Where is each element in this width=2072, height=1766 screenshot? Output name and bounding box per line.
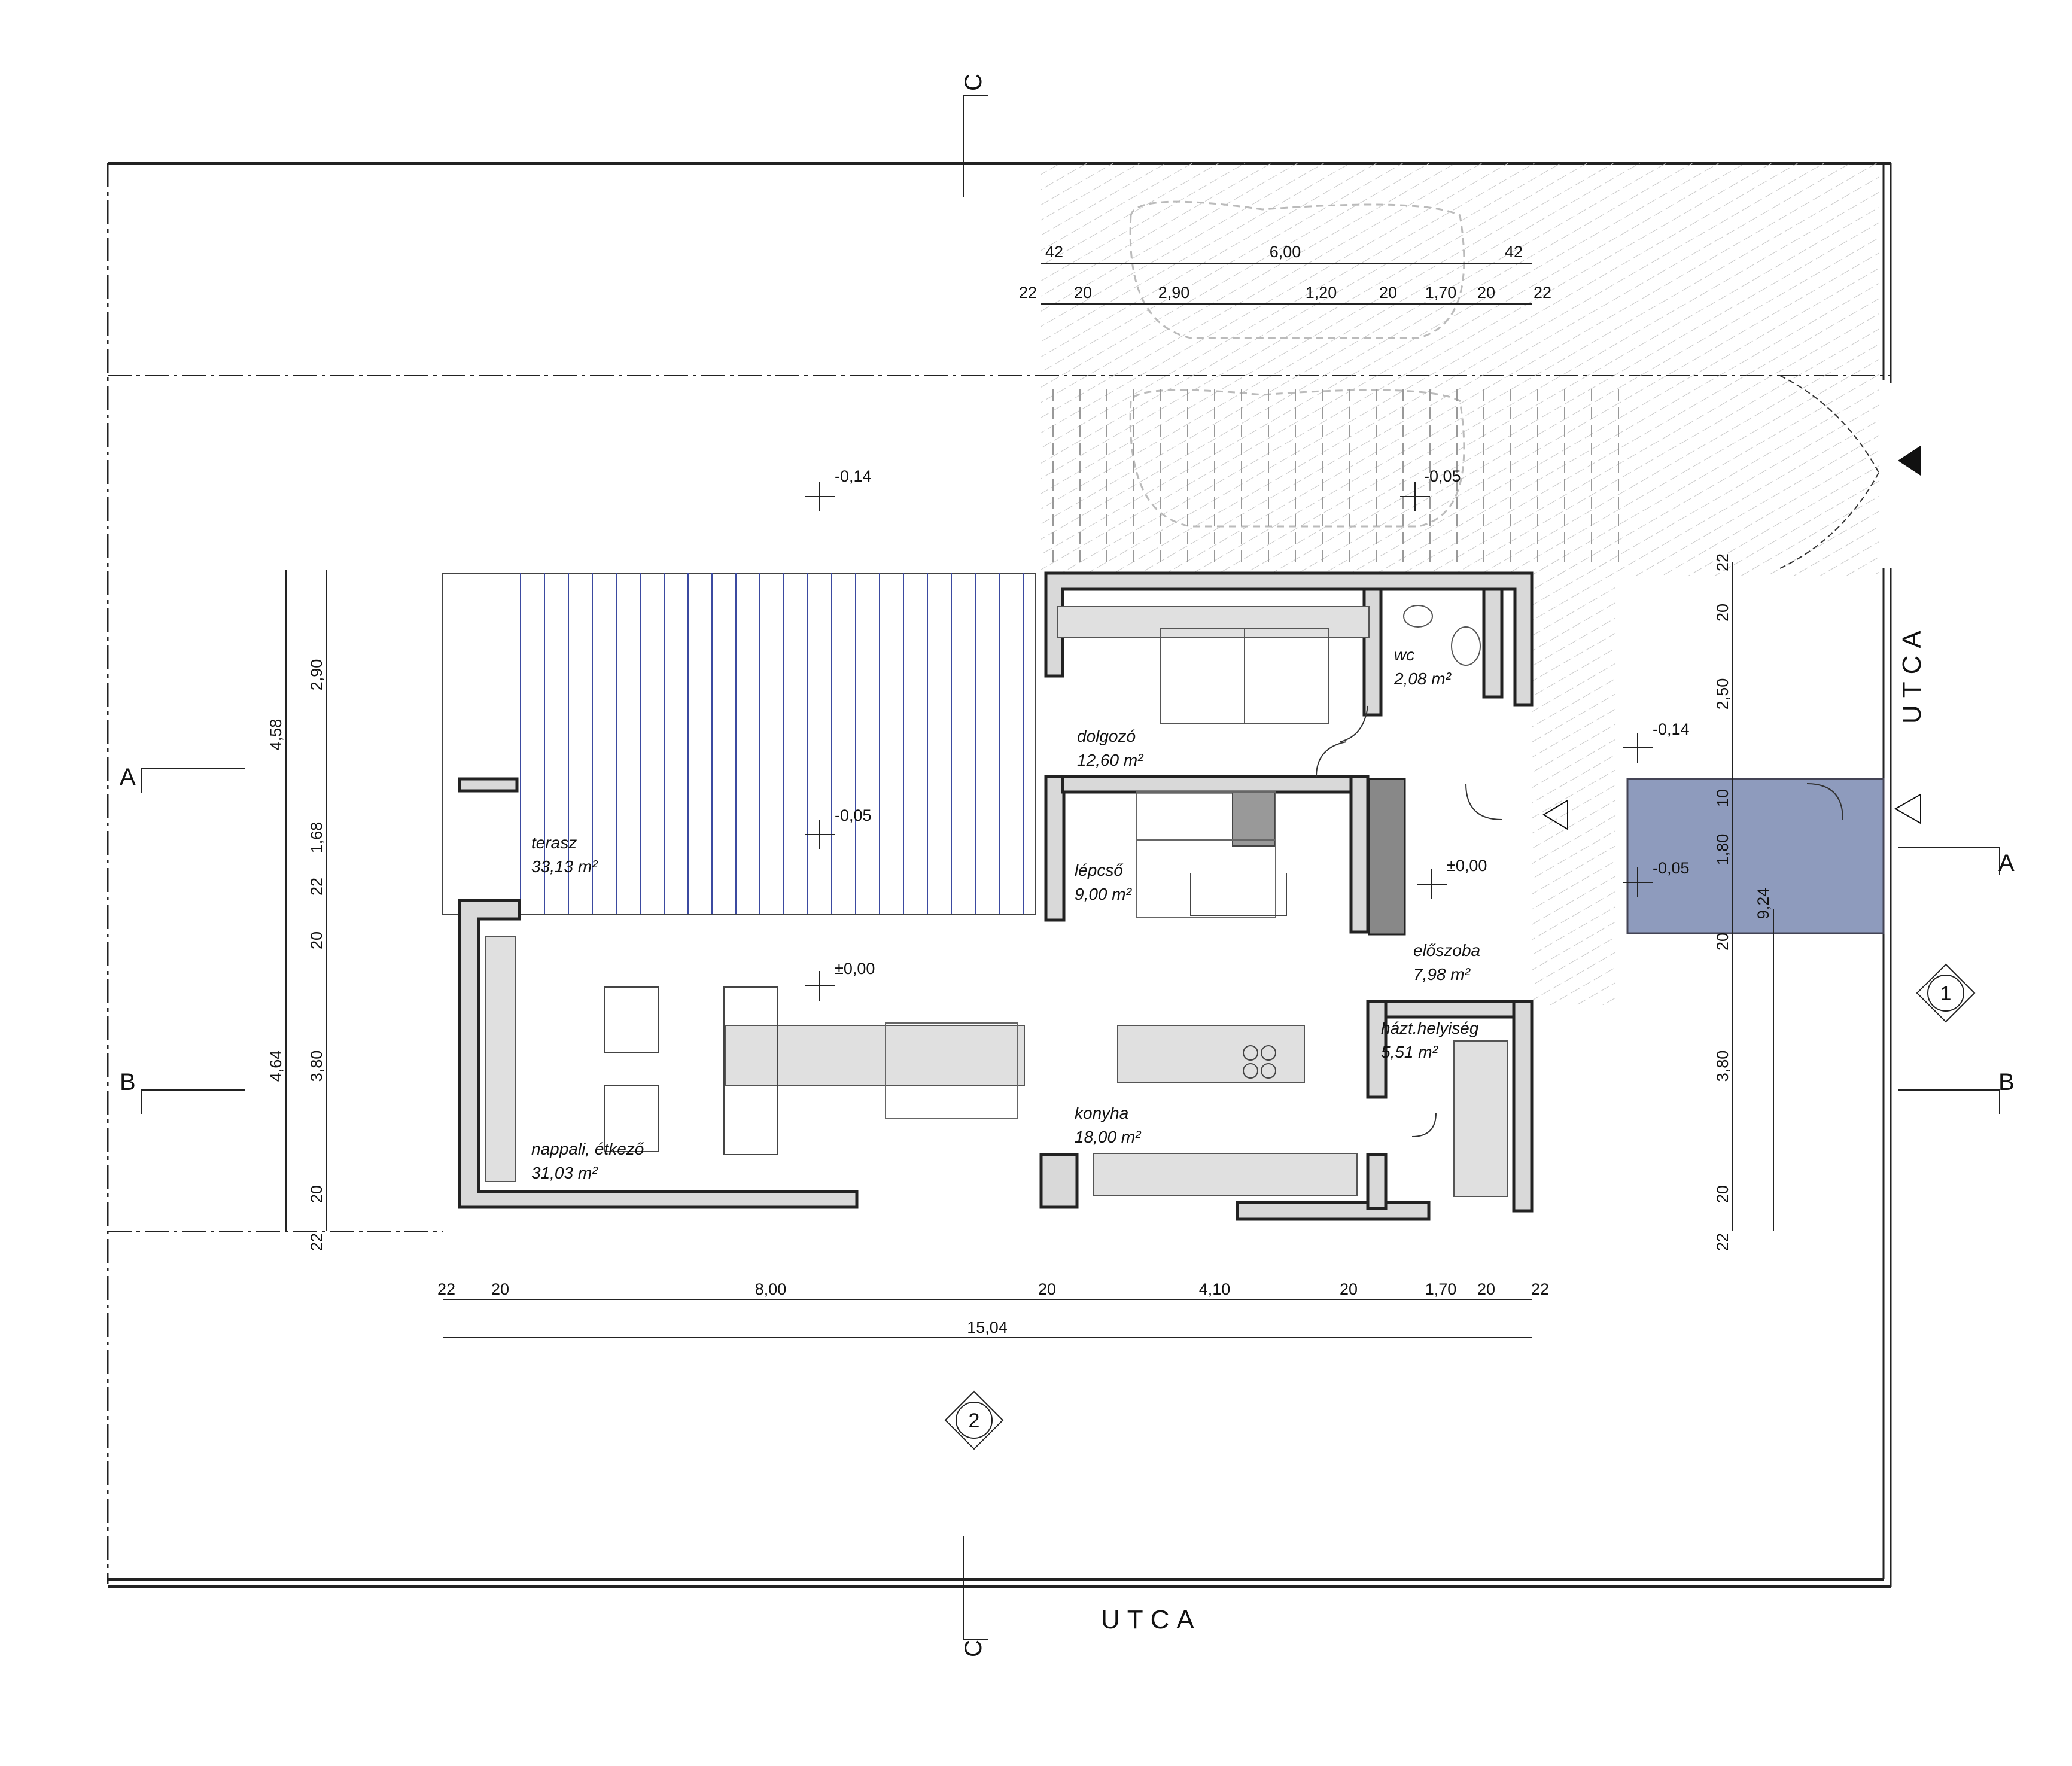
section-lines [141, 95, 2000, 1640]
dim-left-inner-3: 20 [308, 931, 325, 949]
dim-top-1-2: 42 [1505, 243, 1523, 261]
dim-top-2-2: 2,90 [1158, 284, 1190, 302]
room-area-konyha: 18,00 m² [1075, 1128, 1142, 1146]
room-name-nappali: nappali, étkező [531, 1140, 644, 1158]
dim-right-7: 20 [1714, 1185, 1732, 1203]
dim-right-8: 22 [1714, 1233, 1732, 1251]
dim-bottom-6: 1,70 [1425, 1280, 1457, 1298]
room-area-lepcso: 9,00 m² [1075, 885, 1133, 903]
dimension-lines [285, 263, 1774, 1338]
room-area-nappali: 31,03 m² [531, 1164, 598, 1182]
section-label-c-bottom: C [960, 1640, 987, 1657]
dim-left-inner-4: 3,80 [308, 1051, 325, 1082]
dim-right-2: 2,50 [1714, 678, 1732, 710]
room-name-dolgozo: dolgozó [1077, 727, 1136, 745]
entry-arrow-outline [1894, 793, 1921, 824]
section-label-c-top: C [960, 74, 987, 91]
dim-top-2-3: 1,20 [1306, 284, 1337, 302]
dim-left-inner-2: 22 [308, 878, 325, 896]
dim-top-2-5: 1,70 [1425, 284, 1457, 302]
room-name-konyha: konyha [1075, 1104, 1128, 1122]
dim-top-2-4: 20 [1379, 284, 1397, 302]
dim-bottom-2: 8,00 [755, 1280, 787, 1298]
view-marker-1 [1916, 963, 1976, 1023]
driveway [1041, 163, 1885, 1005]
level-label: -0,05 [1653, 859, 1690, 877]
room-area-hazt: 5,51 m² [1381, 1043, 1439, 1061]
street-label-right: UTCA [1897, 623, 1927, 724]
section-label-b-right: B [1998, 1069, 2015, 1095]
dim-left-outer-0: 4,58 [267, 719, 285, 751]
room-area-wc: 2,08 m² [1393, 669, 1452, 688]
entry-arrow-filled [1898, 446, 1921, 476]
room-name-eloszoba: előszoba [1413, 941, 1480, 960]
room-name-hazt: házt.helyiség [1381, 1019, 1479, 1037]
dim-bottom-7: 20 [1477, 1280, 1495, 1298]
level-label: -0,14 [1653, 720, 1690, 738]
dim-right-1: 20 [1714, 604, 1732, 622]
dim-bottom-1: 20 [491, 1280, 509, 1298]
section-label-b-left: B [120, 1069, 136, 1095]
level-label: -0,05 [1424, 467, 1461, 485]
gate-swing-1 [1779, 375, 1879, 473]
dim-right-3: 10 [1714, 789, 1732, 807]
view-marker-label-2: 2 [969, 1409, 980, 1432]
room-area-dolgozo: 12,60 m² [1077, 751, 1144, 769]
dim-top-1-0: 42 [1045, 243, 1063, 261]
level-label: -0,05 [835, 806, 872, 824]
level-label: ±0,00 [835, 960, 875, 978]
view-marker-label-1: 1 [1940, 982, 1952, 1005]
dim-top-2-6: 20 [1477, 284, 1495, 302]
dim-bottom-0: 22 [437, 1280, 455, 1298]
car-outline-2 [1129, 389, 1465, 528]
dim-left-outer-1: 4,64 [267, 1051, 285, 1082]
level-label: ±0,00 [1447, 857, 1487, 875]
terrace [442, 573, 1036, 915]
dim-bottom-3: 20 [1038, 1280, 1056, 1298]
dim-right-0: 22 [1714, 553, 1732, 571]
gate-swing-2 [1779, 472, 1879, 569]
level-label: -0,14 [835, 467, 872, 485]
level-crosses [805, 482, 1653, 1001]
dim-left-inner-6: 22 [308, 1233, 325, 1251]
dim-top-2-1: 20 [1074, 284, 1092, 302]
room-area-terasz: 33,13 m² [531, 857, 598, 876]
view-marker-2 [944, 1390, 1004, 1450]
dim-bottom-4: 4,10 [1199, 1280, 1231, 1298]
dim-left-inner-0: 2,90 [308, 659, 325, 691]
dim-right-5: 20 [1714, 933, 1732, 951]
dim-top-2-0: 22 [1019, 284, 1037, 302]
room-name-wc: wc [1394, 645, 1414, 664]
dim-right-4: 1,80 [1714, 834, 1732, 866]
room-name-lepcso: lépcső [1075, 861, 1123, 879]
dim-bottom-total: 15,04 [967, 1319, 1008, 1336]
section-label-a-left: A [120, 764, 136, 790]
dim-right-total: 9,24 [1754, 888, 1772, 919]
street-label-bottom: UTCA [1101, 1605, 1201, 1634]
dim-bottom-5: 20 [1340, 1280, 1358, 1298]
dim-top-2-7: 22 [1534, 284, 1551, 302]
dim-left-inner-1: 1,68 [308, 822, 325, 854]
house-walls [458, 571, 1843, 1221]
room-name-terasz: terasz [531, 833, 577, 852]
dim-right-6: 3,80 [1714, 1051, 1732, 1082]
room-area-eloszoba: 7,98 m² [1413, 965, 1471, 984]
entry-arrow-inner [1542, 799, 1568, 830]
section-label-a-right: A [1998, 850, 2015, 876]
dim-left-inner-5: 20 [308, 1185, 325, 1203]
car-outline-1 [1129, 200, 1465, 339]
dim-bottom-8: 22 [1531, 1280, 1549, 1298]
dim-top-1-1: 6,00 [1270, 243, 1301, 261]
